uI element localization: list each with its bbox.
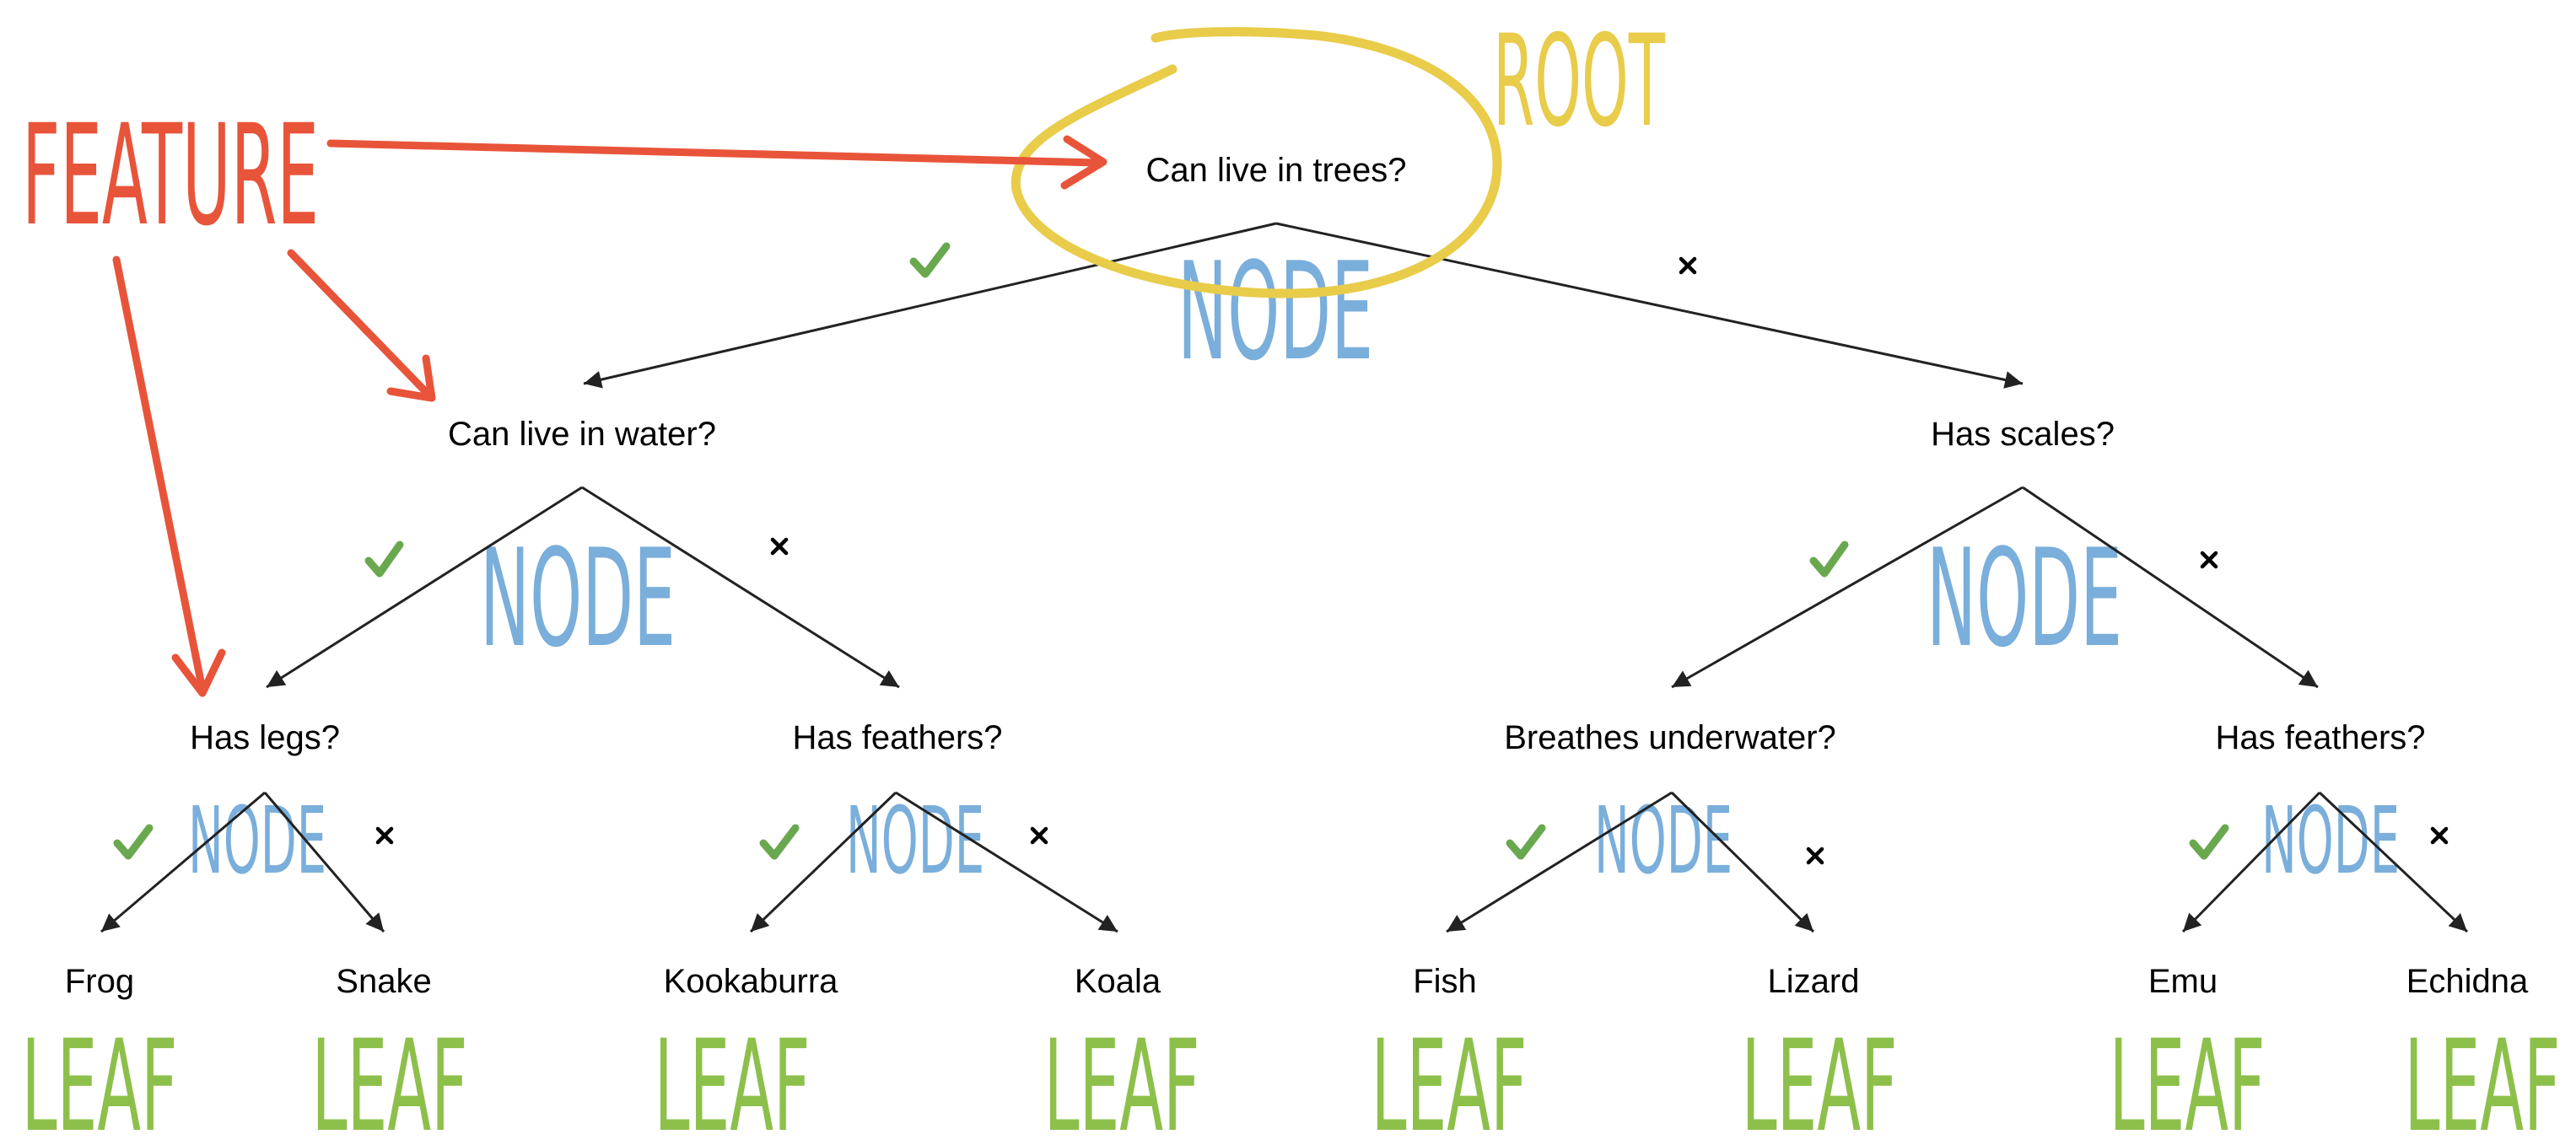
cross-icon [770,537,789,556]
node-has-feathers-left: Has feathers? [792,719,1002,756]
node-annotation-scales: NODE [1927,519,2122,677]
edge-breathes-no [1670,791,1815,933]
feature-arrow-legs [112,255,226,697]
check-icon [364,540,404,578]
check-icon [909,242,951,278]
node-annotation-breathes: NODE [1594,787,1733,895]
cross-icon [2430,826,2449,845]
node-annotation-root: NODE [1178,233,1373,390]
edge-root-yes [583,222,1277,389]
node-can-live-in-trees: Can live in trees? [1145,152,1406,189]
edge-feathers-left-no [895,791,1118,933]
leaf-annotation: LEAF [22,1013,178,1145]
node-annotation-legs: NODE [188,787,326,895]
feature-annotation: FEATURE [22,94,319,256]
edge-feathers-left-yes [749,791,897,933]
check-icon [113,824,154,860]
edge-breathes-yes [1446,791,1673,933]
root-annotation: ROOT [1493,8,1665,155]
node-annotation-water: NODE [480,519,676,677]
node-has-scales: Has scales? [1931,416,2115,453]
check-icon [1506,824,1546,860]
node-annotation-feathers-left: NODE [846,787,984,895]
edge-scales-no [2022,486,2319,689]
cross-icon [1030,826,1048,845]
cross-icon [375,826,394,845]
root-highlight-circle [1010,27,1502,298]
edge-water-no [581,486,900,689]
node-has-feathers-right: Has feathers? [2215,719,2425,756]
edge-feathers-right-no [2318,791,2469,933]
leaf-koala: Koala [1075,963,1161,1000]
leaf-snake: Snake [336,963,431,1000]
leaf-annotation: LEAF [655,1013,811,1145]
cross-icon [1806,847,1824,865]
edge-legs-no [263,792,385,933]
leaf-annotation: LEAF [1372,1013,1528,1145]
check-icon [2189,824,2229,860]
feature-arrow-water [287,249,436,402]
edge-water-yes [266,486,583,689]
leaf-annotation: LEAF [2405,1013,2561,1145]
node-breathes-underwater: Breathes underwater? [1504,719,1836,756]
check-icon [1809,540,1849,578]
edge-scales-yes [1671,486,2024,689]
leaf-emu: Emu [2148,963,2218,1000]
cross-icon [2200,551,2218,569]
leaf-annotation: LEAF [312,1013,468,1145]
node-annotation-feathers-right: NODE [2261,787,2400,895]
cross-icon [1679,256,1697,275]
feature-arrow-root [326,135,1107,190]
check-icon [759,824,800,860]
edge-feathers-right-yes [2181,791,2321,933]
leaf-frog: Frog [65,963,134,1000]
edge-root-no [1275,222,2024,389]
leaf-fish: Fish [1413,963,1477,1000]
leaf-lizard: Lizard [1768,963,1860,1000]
edge-legs-yes [100,791,266,933]
leaf-kookaburra: Kookaburra [664,963,839,1000]
leaf-annotation: LEAF [2110,1013,2266,1145]
node-can-live-in-water: Can live in water? [448,416,716,453]
node-has-legs: Has legs? [190,719,340,756]
leaf-echidna: Echidna [2406,963,2529,1000]
leaf-annotation: LEAF [1044,1013,1200,1145]
leaf-annotation: LEAF [1742,1013,1898,1145]
